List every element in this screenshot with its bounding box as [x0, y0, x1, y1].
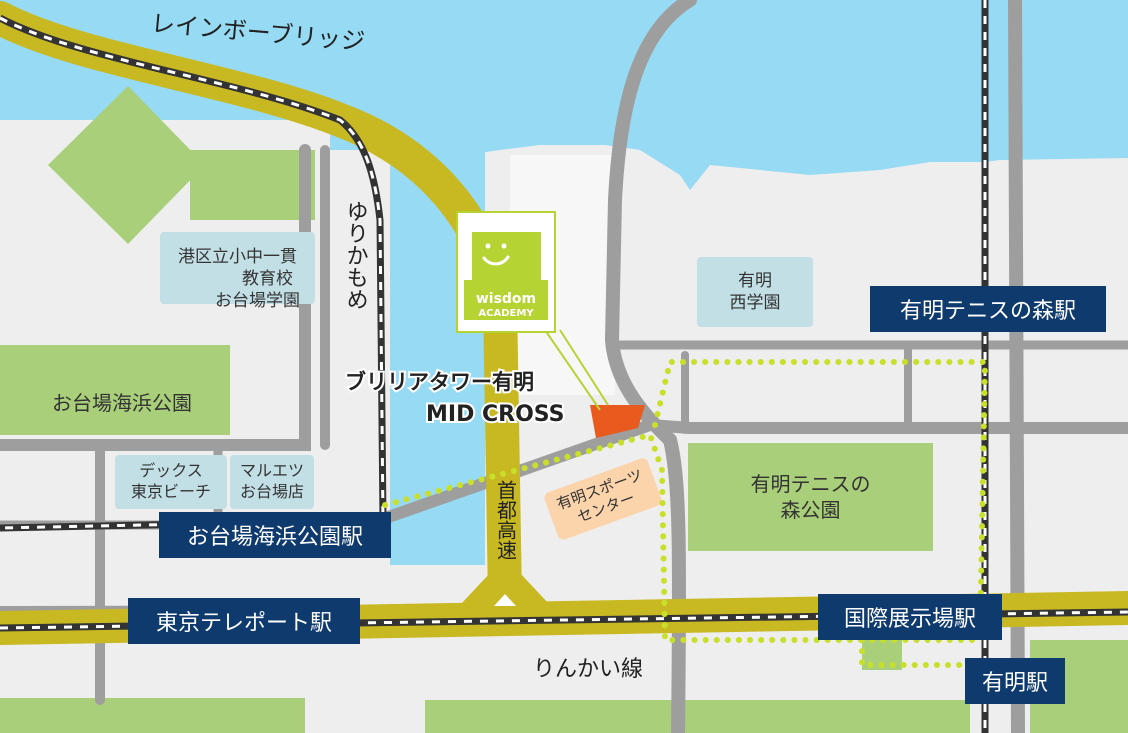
building-sub: MID CROSS	[426, 402, 565, 427]
park-upper-left	[190, 150, 315, 220]
smiley-face-icon	[482, 243, 510, 266]
logo-text-line2: ACADEMY	[478, 308, 534, 319]
logo-square	[472, 232, 541, 280]
building-name: ブリリアタワー有明	[345, 370, 534, 394]
park-diamond	[48, 86, 205, 244]
park-tennis	[688, 443, 933, 551]
target-building	[590, 405, 645, 438]
logo-text-line1: wisdom	[476, 291, 536, 307]
tennis-park-label: 有明テニスの 森公園	[750, 472, 871, 522]
station-ariake: 有明駅	[965, 658, 1065, 704]
park-bottom-center	[425, 700, 970, 733]
sports-center-block	[544, 458, 662, 540]
station-odaiba-kaihin-koen: お台場海浜公園駅	[159, 512, 391, 558]
shuto-kosoku-label: 首都高速	[493, 480, 518, 560]
maruetsu-block	[230, 455, 314, 509]
station-ariake-tennis: 有明テニスの森駅	[870, 286, 1106, 332]
station-tokyo-teleport: 東京テレポート駅	[128, 598, 360, 644]
ariake-nishi-label: 有明 西学園	[729, 270, 781, 313]
maruetsu-label: マルエツ お台場店	[239, 461, 304, 501]
school-odaiba-block	[160, 232, 315, 304]
logo-band	[464, 280, 548, 320]
rinkai-line-label: りんかい線	[533, 657, 643, 682]
odaiba-park-label: お台場海浜公園	[52, 391, 192, 415]
callout-pointer	[544, 329, 609, 411]
yurikamome-label: ゆりかもめ	[342, 200, 368, 310]
decks-block	[115, 455, 227, 509]
station-kokusai-tenjijo: 国際展示場駅	[818, 594, 1002, 640]
bay-water	[0, 0, 1128, 190]
park-odaiba	[0, 345, 230, 435]
ariake-nishi-block	[697, 257, 813, 327]
walking-route	[382, 359, 989, 668]
school-odaiba-label: 港区立小中一貫 教育校 お台場学園	[178, 247, 300, 312]
expressway-arrow	[494, 594, 516, 606]
park-bottom-left	[0, 698, 305, 733]
decks-label: デックス 東京ビーチ	[130, 461, 211, 501]
